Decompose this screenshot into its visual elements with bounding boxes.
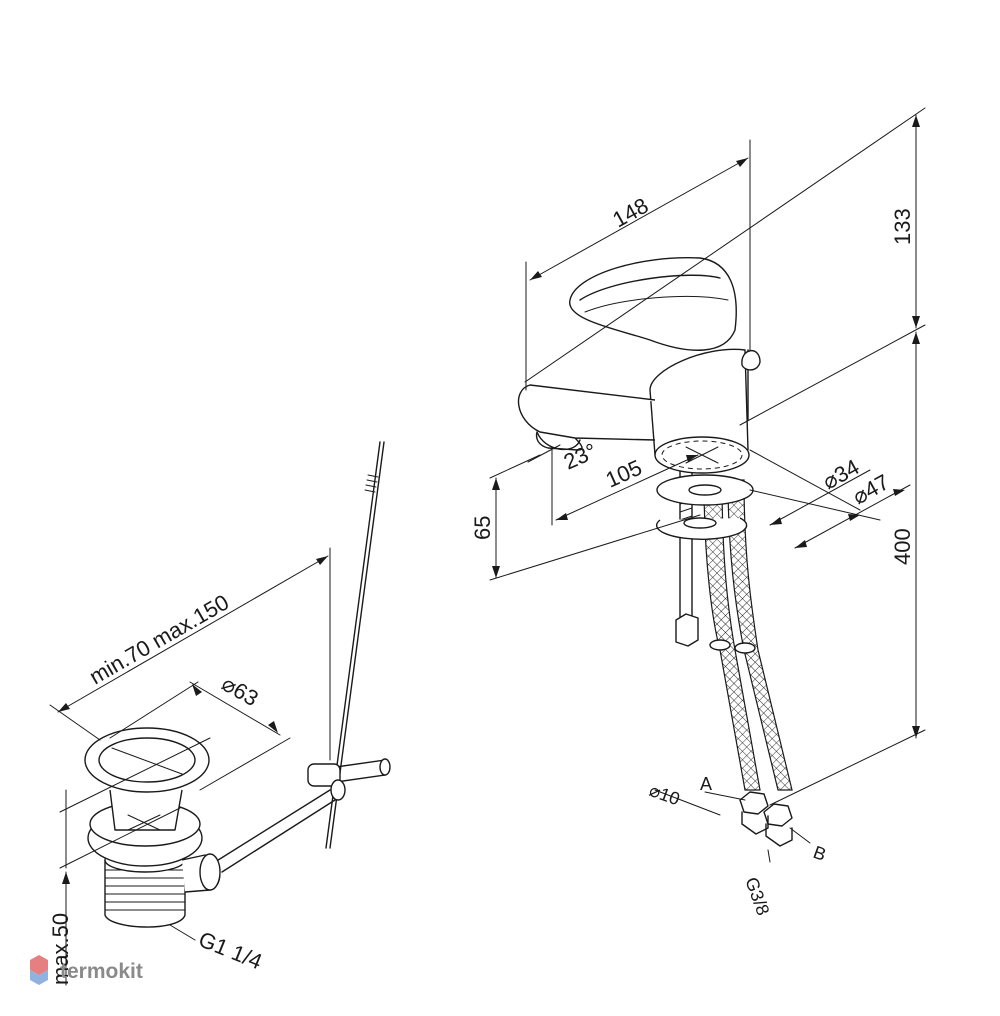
faucet-length-label: 148 (608, 193, 652, 233)
drain-body (84, 727, 221, 928)
drain-dimensions (49, 547, 331, 986)
faucet-top-height-label: 133 (890, 208, 915, 245)
hose-label-a: A (700, 774, 712, 794)
spout-reach-label: 105 (602, 455, 646, 493)
drain-control-rod (214, 441, 391, 873)
faucet-handle (569, 257, 737, 351)
pop-up-knob (741, 350, 761, 371)
drain-cap (84, 727, 210, 793)
spout-height-label: 65 (470, 516, 495, 540)
faucet-drawing: 148 133 400 105 65 23° ⌀34 ⌀47 ⌀10 A B G… (470, 107, 926, 919)
watermark-text: termokit (60, 960, 143, 983)
hose-thread-label: G3/8 (741, 875, 773, 919)
drain-max-height-label: max.50 (48, 913, 73, 985)
drain-thread-label: G1 1/4 (195, 926, 266, 974)
watermark-logo: termokit (30, 955, 143, 985)
drain-diameter-label: ⌀63 (218, 671, 263, 712)
faucet-body (649, 348, 749, 456)
base-washer (656, 474, 754, 506)
hose-label-b: B (811, 842, 829, 865)
watermark-logo-icon (30, 955, 48, 975)
rod-clamp (307, 763, 341, 787)
flexible-hoses (703, 479, 793, 847)
faucet-total-height-label: 400 (890, 528, 915, 565)
faucet-dimensions (489, 107, 926, 863)
pipe-diameter-label: ⌀10 (647, 780, 683, 809)
drain-drawing: min.70 max.150 ⌀63 max.50 G1 1/4 (48, 441, 391, 986)
faucet-spout (517, 384, 656, 451)
rod-length-label: min.70 max.150 (85, 589, 233, 689)
threaded-stud (675, 469, 699, 647)
